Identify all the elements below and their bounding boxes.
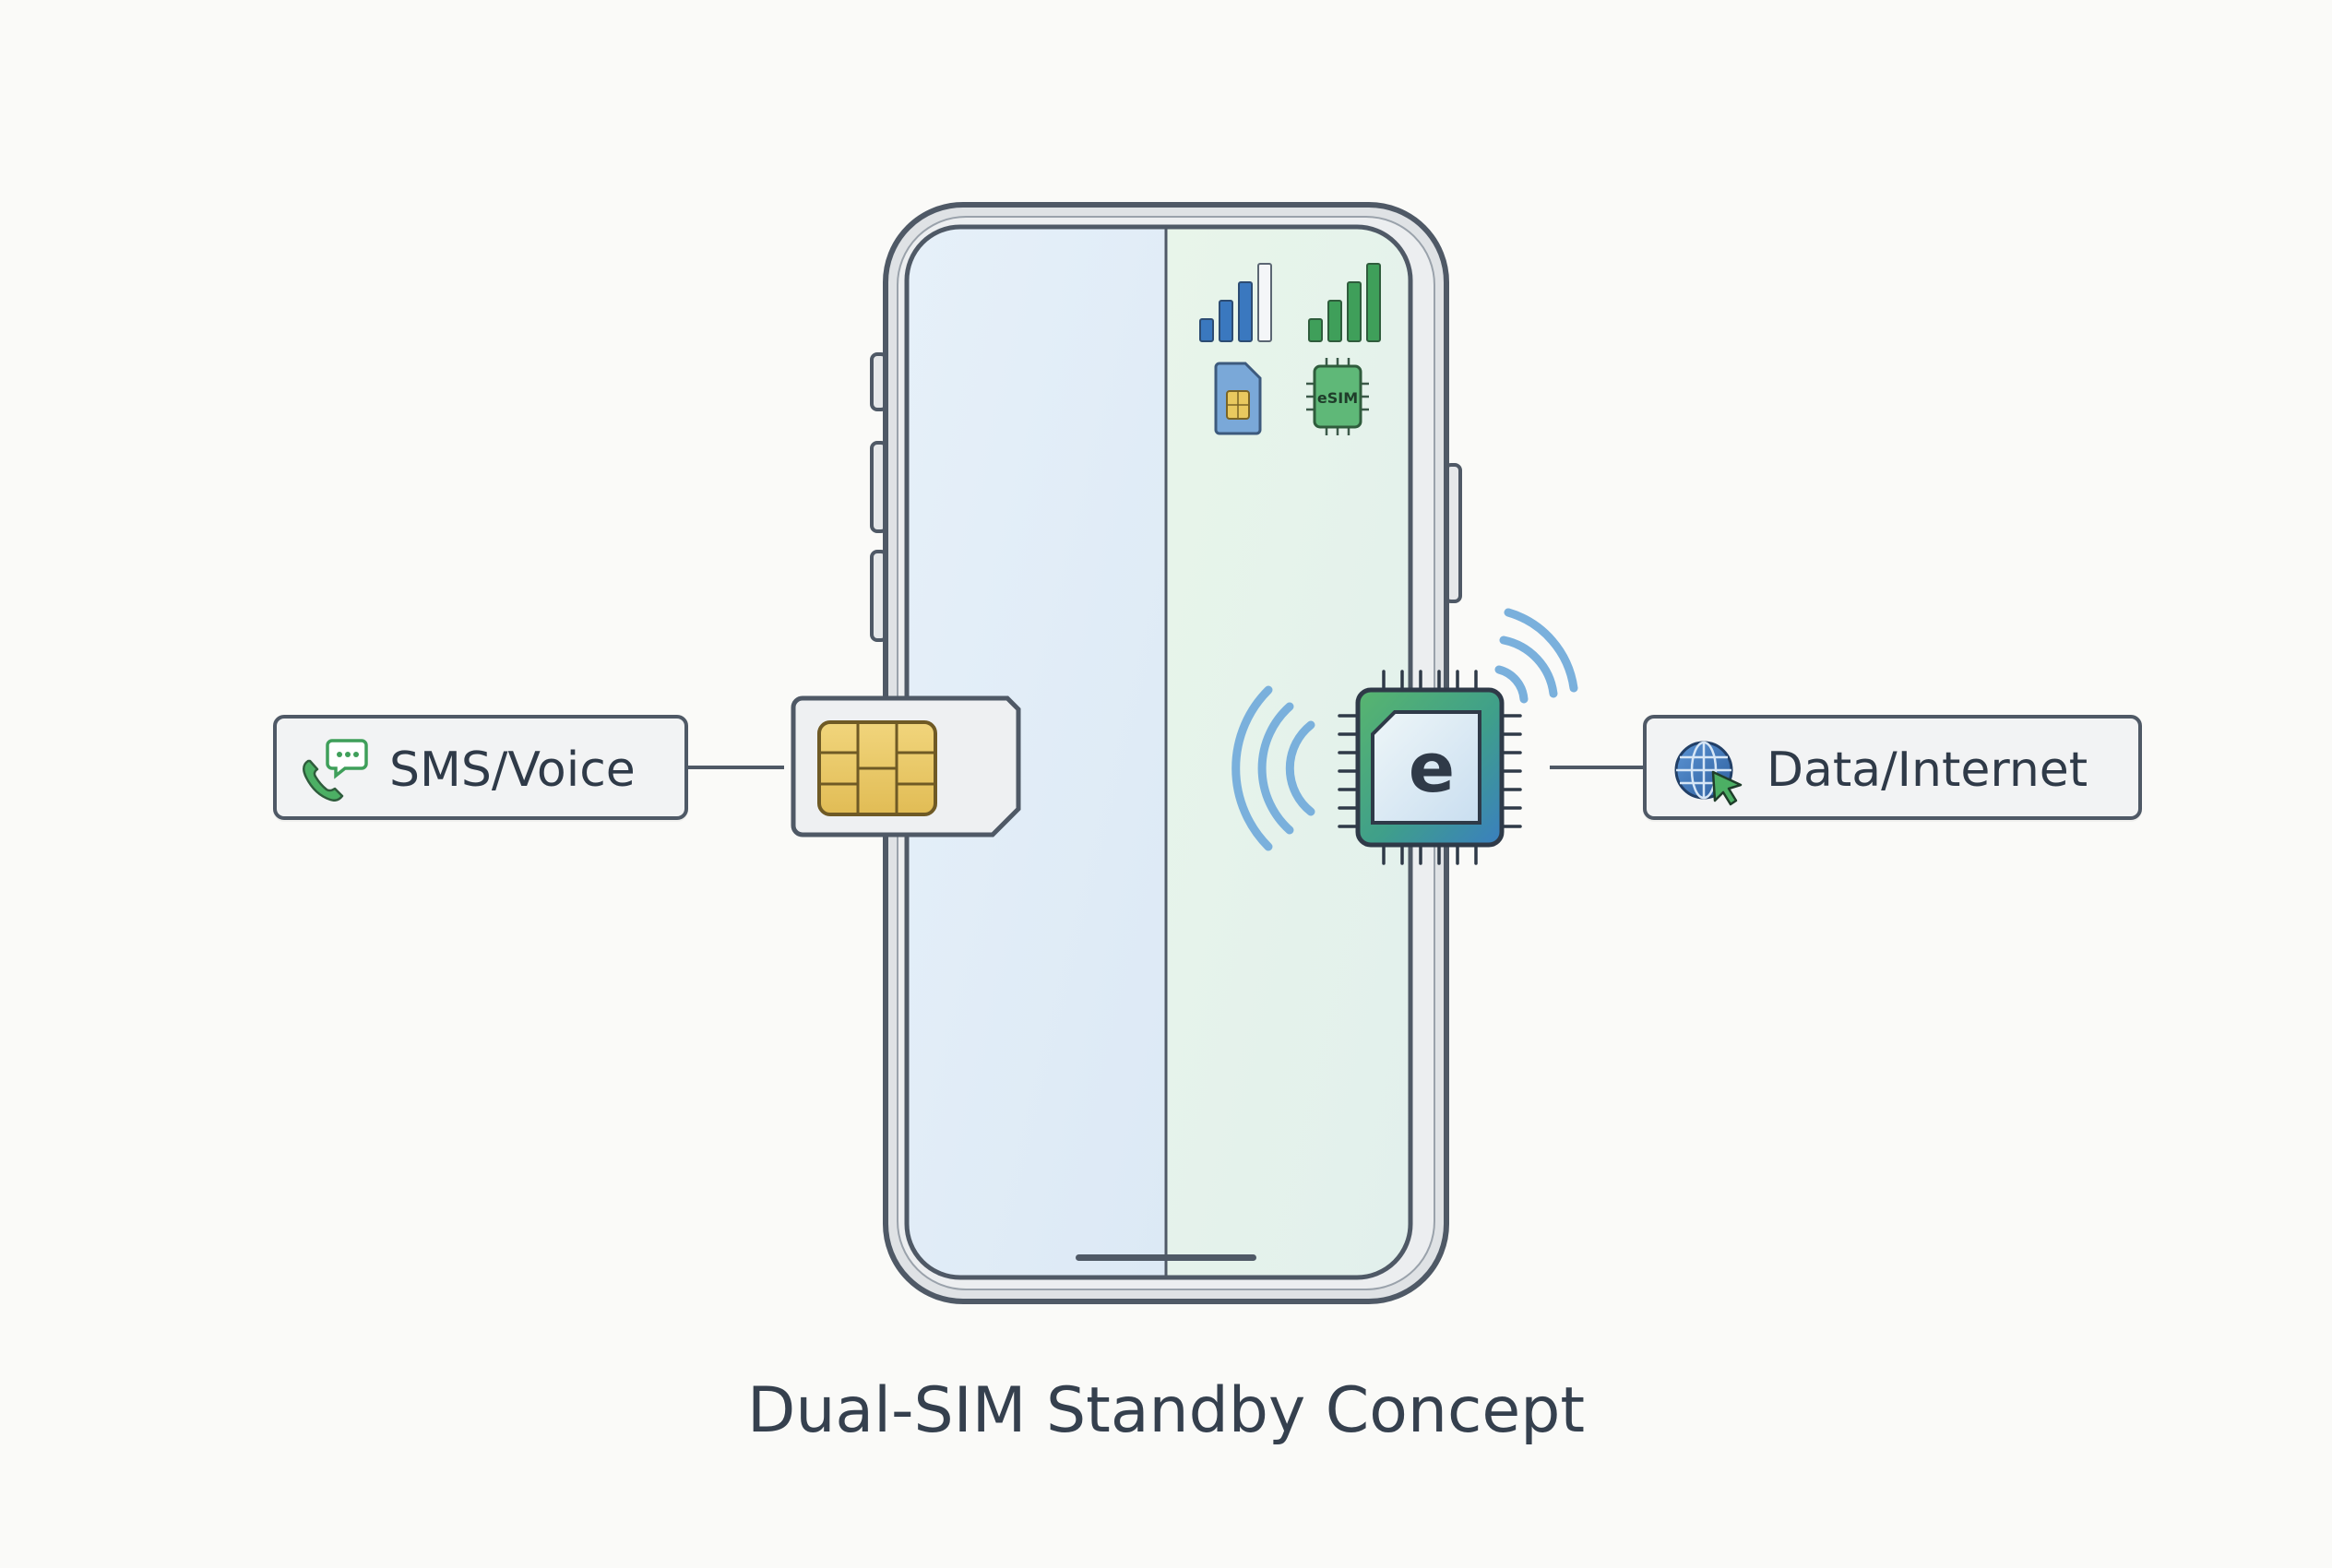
data-internet-label-box: Data/Internet xyxy=(1643,715,2142,820)
sms-voice-label-box: SMS/Voice xyxy=(273,715,688,820)
esim-chip-icon: eSIM xyxy=(1306,358,1369,435)
esim-chip: e xyxy=(1338,670,1522,865)
home-indicator xyxy=(1076,1254,1256,1261)
wireless-waves-icon xyxy=(1494,608,1578,704)
signal-bars-icon xyxy=(1308,263,1381,342)
diagram-caption: Dual-SIM Standby Concept xyxy=(746,1374,1586,1447)
physical-sim-card xyxy=(791,695,1021,837)
esim-badge-label: eSIM xyxy=(1317,389,1358,407)
esim-chip-letter: e xyxy=(1409,729,1455,808)
phone-with-chat-bubble-icon xyxy=(299,737,369,802)
sms-voice-label: SMS/Voice xyxy=(389,742,636,798)
data-internet-label: Data/Internet xyxy=(1767,742,2088,798)
phone-body xyxy=(883,202,1449,1304)
globe-with-cursor-icon xyxy=(1672,739,1746,807)
wireless-waves-icon xyxy=(1231,685,1315,851)
signal-bars-icon xyxy=(1199,263,1272,342)
sim-card-icon xyxy=(1214,362,1262,435)
